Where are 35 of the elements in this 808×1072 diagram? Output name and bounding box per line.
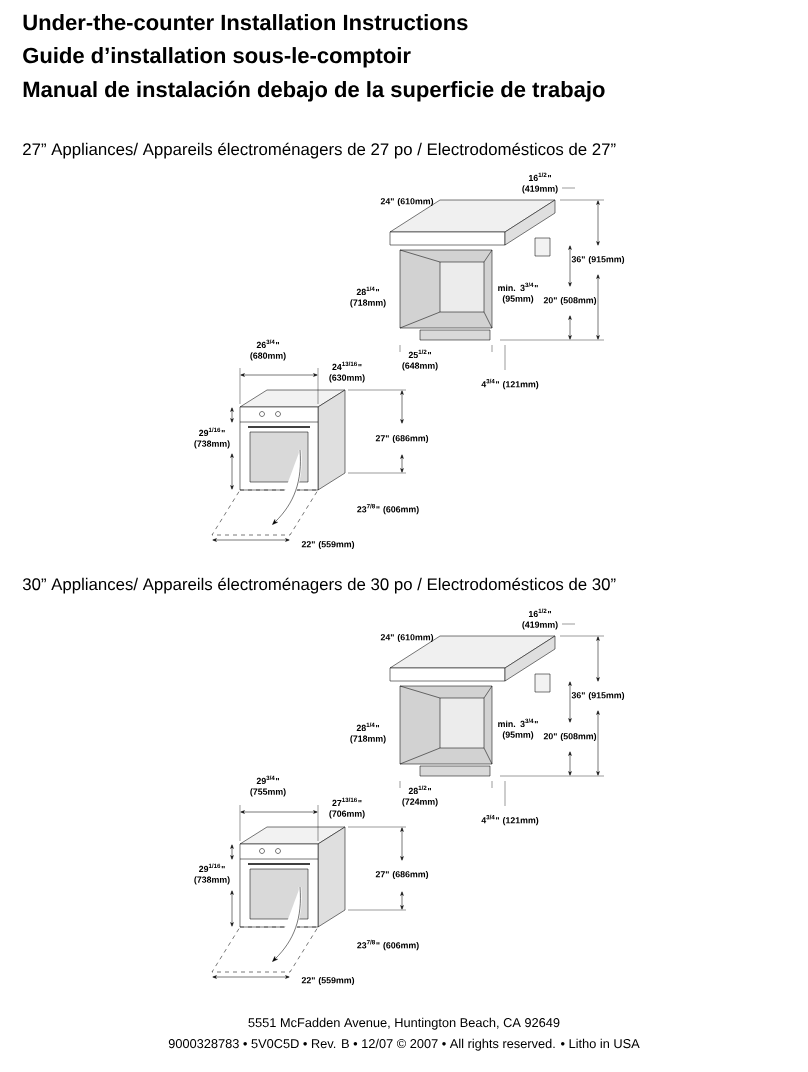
dimension-label: 16$^{1/2}$" (419mm) <box>522 172 558 194</box>
dimension-label: 36" (915mm) <box>571 255 625 265</box>
dimension-label: 28$^{1/4}$" (718mm) <box>350 286 386 308</box>
section-heading: 27” Appliances/ Appareils électroménagers de 27 po / Electrodomésticos de 27” <box>23 142 616 159</box>
footer-text: 5551 McFadden Avenue, Huntington Beach, CA 92649 <box>248 1017 560 1030</box>
dimension-label: 20" (508mm) <box>543 296 597 306</box>
dimension-label: 26$^{3/4}$" (680mm) <box>250 339 286 361</box>
dimension-label: 4$^{3/4}$" (121mm) <box>481 814 539 826</box>
dimension-label: 27" (686mm) <box>375 870 429 880</box>
dimension-label: 23$^{7/8}$" (606mm) <box>357 503 419 515</box>
dimension-label: 28$^{1/4}$" (718mm) <box>350 722 386 744</box>
dimension-label: 27" (686mm) <box>375 434 429 444</box>
heading: Manual de instalación debajo de la superficie de trabajo <box>23 80 605 102</box>
heading: Guide d’installation sous-le-comptoir <box>23 47 411 68</box>
dimension-label: min. 3$^{3/4}$" (95mm) <box>498 282 538 304</box>
dimension-label: 29$^{1/16}$" (738mm) <box>194 863 230 885</box>
dimension-label: 22" (559mm) <box>301 976 355 986</box>
dimension-label: 36" (915mm) <box>571 691 625 701</box>
dimension-label: 24$^{13/16}$" (630mm) <box>329 361 365 383</box>
dimension-label: 24" (610mm) <box>380 633 434 643</box>
dimension-label: 20" (508mm) <box>543 732 597 742</box>
dimension-label: 22" (559mm) <box>301 540 355 550</box>
dimension-label: 29$^{3/4}$" (755mm) <box>250 775 286 797</box>
dimension-label: 24" (610mm) <box>380 197 434 207</box>
section-heading: 30” Appliances/ Appareils électroménagers de 30 po / Electrodomésticos de 30” <box>22 577 616 594</box>
dimension-label: 28$^{1/2}$" (724mm) <box>402 785 438 807</box>
dimension-label: min. 3$^{3/4}$" (95mm) <box>498 718 538 740</box>
dimension-label: 16$^{1/2}$" (419mm) <box>522 608 558 630</box>
dimension-label: 27$^{13/16}$" (706mm) <box>329 797 365 819</box>
dimension-label: 25$^{1/2}$" (648mm) <box>402 349 438 371</box>
footer-text: 9000328783 • 5V0C5D • Rev. B • 12/07 © 2007 • All rights reserved. • Litho in USA <box>168 1038 640 1051</box>
dimension-label: 29$^{1/16}$" (738mm) <box>194 427 230 449</box>
title: Under-the-counter Installation Instructions <box>23 14 468 31</box>
dimension-label: 4$^{3/4}$" (121mm) <box>481 378 539 390</box>
dimension-label: 23$^{7/8}$" (606mm) <box>357 939 419 951</box>
